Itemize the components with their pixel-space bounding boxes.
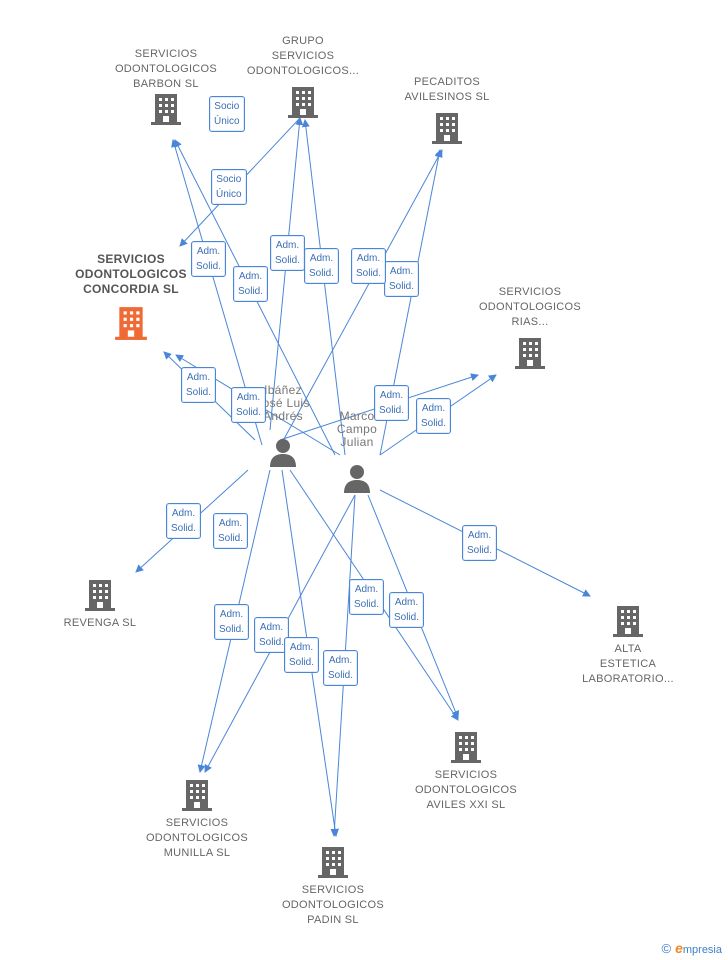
role-badge-adm-solid: Adm. Solid.	[181, 367, 217, 403]
building-icon	[318, 847, 348, 878]
company-revenga[interactable]: REVENGA SL	[50, 578, 150, 631]
person-marco[interactable]: Marco Campo Julian	[307, 410, 407, 493]
empresia-watermark: ©empresia	[661, 940, 722, 956]
company-label: SERVICIOS ODONTOLOGICOS CONCORDIA SL	[75, 252, 187, 296]
role-badge-adm-solid: Adm. Solid.	[284, 637, 320, 673]
company-pecaditos[interactable]: PECADITOS AVILESINOS SL	[387, 75, 507, 145]
building-icon	[115, 307, 147, 340]
role-badge-adm-solid: Adm. Solid.	[462, 525, 498, 561]
role-badge-adm-solid: Adm. Solid.	[389, 592, 425, 628]
role-badge-adm-solid: Adm. Solid.	[213, 513, 249, 549]
building-icon	[515, 338, 545, 369]
building-icon	[182, 780, 212, 811]
role-badge-adm-solid: Adm. Solid.	[233, 266, 269, 302]
company-rias[interactable]: SERVICIOS ODONTOLOGICOS RIAS...	[470, 285, 590, 370]
company-label: PECADITOS AVILESINOS SL	[404, 76, 490, 103]
company-label: SERVICIOS ODONTOLOGICOS RIAS...	[478, 286, 582, 328]
company-munilla[interactable]: SERVICIOS ODONTOLOGICOS MUNILLA SL	[137, 778, 257, 861]
building-icon	[451, 732, 481, 763]
role-badge-adm-solid: Adm. Solid.	[416, 398, 452, 434]
role-badge-socio-unico: Socio Único	[211, 169, 247, 205]
person-icon	[344, 465, 370, 493]
company-label: REVENGA SL	[63, 617, 137, 629]
role-badge-adm-solid: Adm. Solid.	[323, 650, 359, 686]
building-icon	[432, 113, 462, 144]
building-icon	[151, 94, 181, 125]
role-badge-adm-solid: Adm. Solid.	[231, 387, 267, 423]
role-badge-adm-solid: Adm. Solid.	[349, 579, 385, 615]
relationship-edge	[269, 117, 304, 431]
company-label: SERVICIOS ODONTOLOGICOS PADIN SL	[281, 884, 385, 926]
company-label: ALTA ESTETICA LABORATORIO...	[582, 643, 674, 685]
company-grupo[interactable]: GRUPO SERVICIOS ODONTOLOGICOS...	[243, 34, 363, 119]
company-padin[interactable]: SERVICIOS ODONTOLOGICOS PADIN SL	[273, 845, 393, 928]
company-barbon[interactable]: SERVICIOS ODONTOLOGICOS BARBON SL	[106, 47, 226, 126]
building-icon	[288, 87, 318, 118]
person-label: Marco Campo Julian	[336, 409, 378, 449]
role-badge-adm-solid: Adm. Solid.	[270, 235, 306, 271]
role-badge-adm-solid: Adm. Solid.	[304, 248, 340, 284]
building-icon	[613, 606, 643, 637]
brand-logo-text: mpresia	[682, 944, 722, 956]
relationship-edge	[277, 149, 443, 451]
role-badge-adm-solid: Adm. Solid.	[254, 617, 290, 653]
role-badge-adm-solid: Adm. Solid.	[191, 241, 227, 277]
company-label: SERVICIOS ODONTOLOGICOS AVILES XXI SL	[414, 769, 518, 811]
copyright-symbol: ©	[661, 941, 672, 956]
company-label: SERVICIOS ODONTOLOGICOS BARBON SL	[114, 48, 218, 90]
role-badge-adm-solid: Adm. Solid.	[374, 385, 410, 421]
role-badge-adm-solid: Adm. Solid.	[214, 604, 250, 640]
company-aviles[interactable]: SERVICIOS ODONTOLOGICOS AVILES XXI SL	[406, 730, 526, 813]
company-alta[interactable]: ALTA ESTETICA LABORATORIO...	[568, 604, 688, 687]
brand-logo-e: e	[675, 940, 683, 956]
role-badge-adm-solid: Adm. Solid.	[384, 261, 420, 297]
relationship-edge	[301, 119, 346, 456]
company-label: SERVICIOS ODONTOLOGICOS MUNILLA SL	[145, 817, 249, 859]
company-label: GRUPO SERVICIOS ODONTOLOGICOS...	[246, 35, 360, 77]
person-icon	[270, 439, 296, 467]
building-icon	[85, 580, 115, 611]
company-concordia-focus[interactable]: SERVICIOS ODONTOLOGICOS CONCORDIA SL	[66, 252, 196, 341]
role-badge-socio-unico: Socio Único	[209, 96, 245, 132]
role-badge-adm-solid: Adm. Solid.	[166, 503, 202, 539]
role-badge-adm-solid: Adm. Solid.	[351, 248, 387, 284]
